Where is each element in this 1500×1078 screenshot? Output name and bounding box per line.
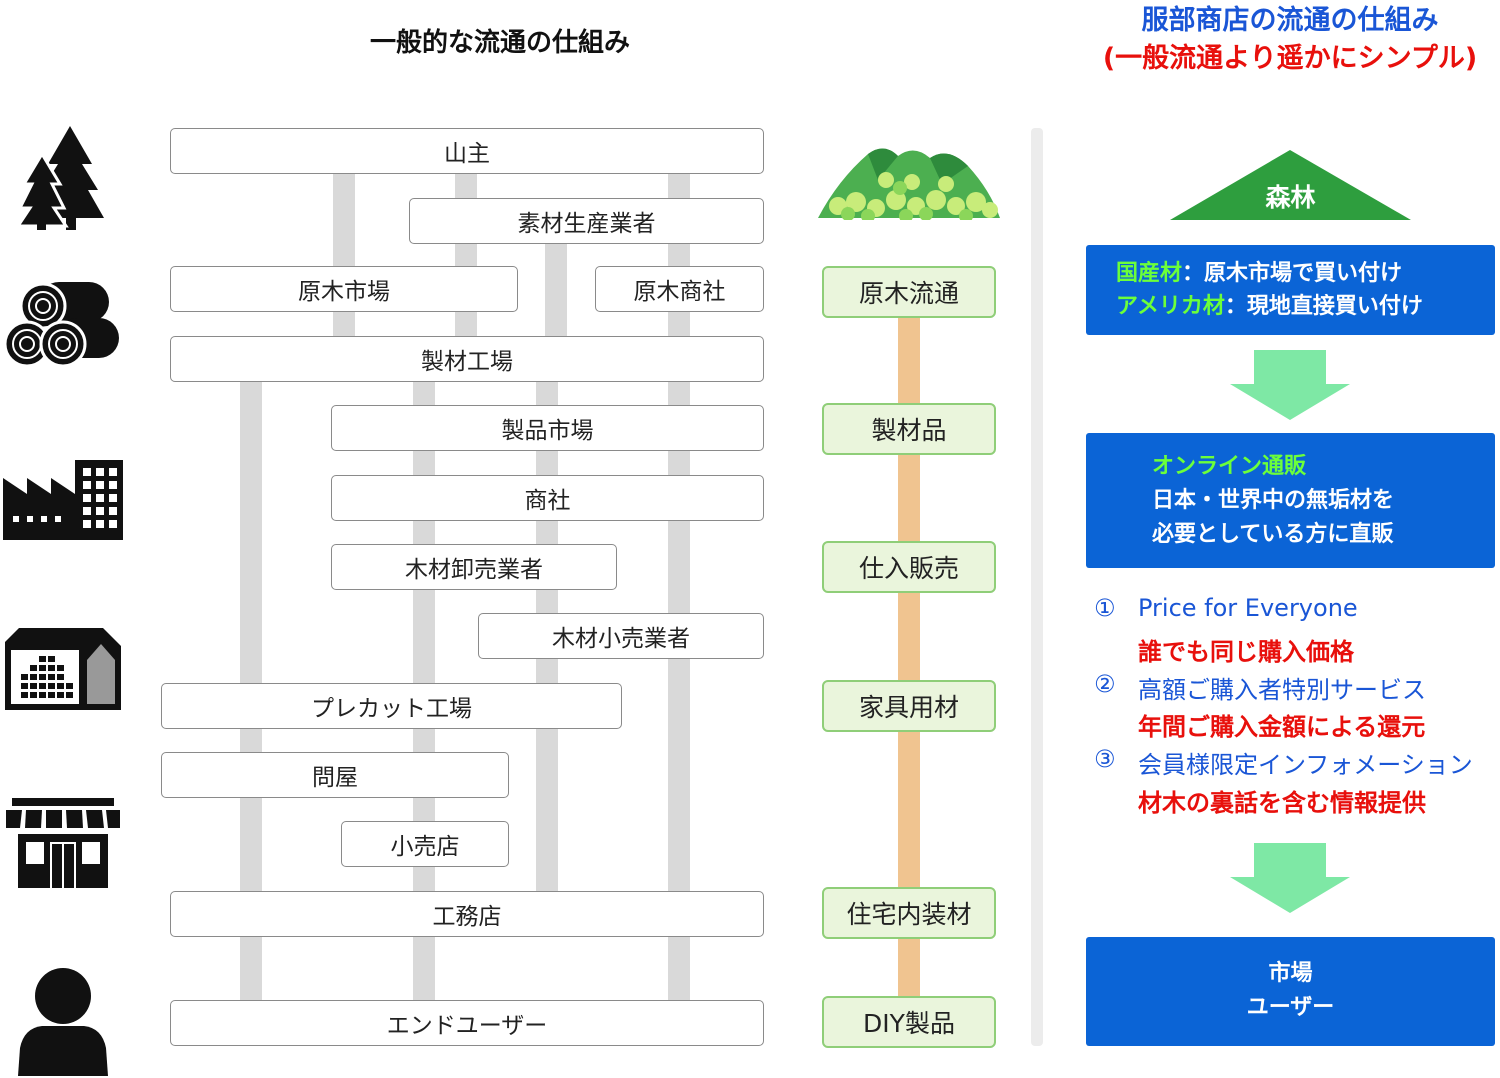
market-label: 市場 xyxy=(1268,961,1313,986)
mountain-forest-icon xyxy=(818,140,1000,228)
down-arrow-icon xyxy=(1230,843,1350,913)
online-sales-box: オンライン通販 日本・世界中の無垢材を 必要としている方に直販 xyxy=(1086,433,1495,568)
right-title-line1: 服部商店の流通の仕組み xyxy=(1141,5,1439,36)
american-wood-label: アメリカ材 xyxy=(1116,294,1225,319)
american-wood-text: ：現地直接買い付け xyxy=(1224,294,1423,319)
flow-box-kouri-gyosha: 木材小売業者 xyxy=(478,613,764,659)
forest-label: 森林 xyxy=(1265,183,1316,212)
benefit-2-desc: 年間ご購入金額による還元 xyxy=(1138,713,1426,741)
category-jutaku-naisozai: 住宅内装材 xyxy=(822,887,996,939)
person-icon xyxy=(18,968,108,1076)
flow-box-kouriten: 小売店 xyxy=(341,821,509,867)
warehouse-icon xyxy=(5,628,121,710)
factory-icon xyxy=(3,460,123,540)
category-seizaihin: 製材品 xyxy=(822,403,996,455)
flow-box-tonya: 問屋 xyxy=(161,752,509,798)
flow-box-koumuten: 工務店 xyxy=(170,891,764,937)
benefit-2-num: ② xyxy=(1094,670,1116,698)
category-diy: DIY製品 xyxy=(822,996,996,1048)
category-connector xyxy=(898,316,920,1000)
procurement-box: 国産材：原木市場で買い付け アメリカ材：現地直接買い付け xyxy=(1086,245,1495,335)
benefit-3-num: ③ xyxy=(1094,745,1116,773)
flow-box-sozai: 素材生産業者 xyxy=(409,198,764,244)
down-arrow-icon xyxy=(1230,350,1350,420)
flow-box-shosha: 商社 xyxy=(331,475,764,521)
right-title: 服部商店の流通の仕組み (一般流通より遥かにシンプル) xyxy=(1070,2,1500,78)
category-genboku-ryutsu: 原木流通 xyxy=(822,266,996,318)
benefit-3-title: 会員様限定インフォメーション xyxy=(1138,751,1473,779)
left-title: 一般的な流通の仕組み xyxy=(369,28,630,58)
online-sales-line3: 必要としている方に直販 xyxy=(1152,522,1394,547)
domestic-wood-text: ：原木市場で買い付け xyxy=(1182,261,1403,286)
logs-icon xyxy=(5,278,123,370)
category-shiire-hanbai: 仕入販売 xyxy=(822,541,996,593)
shop-icon xyxy=(6,798,120,888)
benefit-1-title: Price for Everyone xyxy=(1138,594,1358,622)
flow-box-genboku-ichiba: 原木市場 xyxy=(170,266,518,312)
column-divider xyxy=(1031,128,1043,1046)
category-kagu-yozai: 家具用材 xyxy=(822,680,996,732)
flow-box-end-user: エンドユーザー xyxy=(170,1000,764,1046)
benefit-3-desc: 材木の裏話を含む情報提供 xyxy=(1138,789,1426,817)
trees-icon xyxy=(18,126,108,230)
domestic-wood-label: 国産材 xyxy=(1116,261,1183,286)
flow-box-seizai-kojo: 製材工場 xyxy=(170,336,764,382)
flow-box-yamanushi: 山主 xyxy=(170,128,764,174)
online-sales-label: オンライン通販 xyxy=(1152,454,1307,479)
forest-triangle: 森林 xyxy=(1170,150,1411,220)
online-sales-line2: 日本・世界中の無垢材を xyxy=(1152,488,1395,513)
market-users-box: 市場 ユーザー xyxy=(1086,937,1495,1046)
benefit-1-num: ① xyxy=(1094,594,1116,622)
users-label: ユーザー xyxy=(1246,995,1335,1020)
benefit-2-title: 高額ご購入者特別サービス xyxy=(1138,676,1426,704)
benefit-1-desc: 誰でも同じ購入価格 xyxy=(1138,638,1354,666)
flow-box-precut: プレカット工場 xyxy=(161,683,622,729)
right-title-line2: (一般流通より遥かにシンプル) xyxy=(1102,43,1478,74)
flow-box-seihin-ichiba: 製品市場 xyxy=(331,405,764,451)
flow-box-oroshi: 木材卸売業者 xyxy=(331,544,617,590)
flow-connector xyxy=(668,380,690,1000)
flow-connector xyxy=(545,240,567,336)
flow-box-genboku-shosha: 原木商社 xyxy=(595,266,764,312)
